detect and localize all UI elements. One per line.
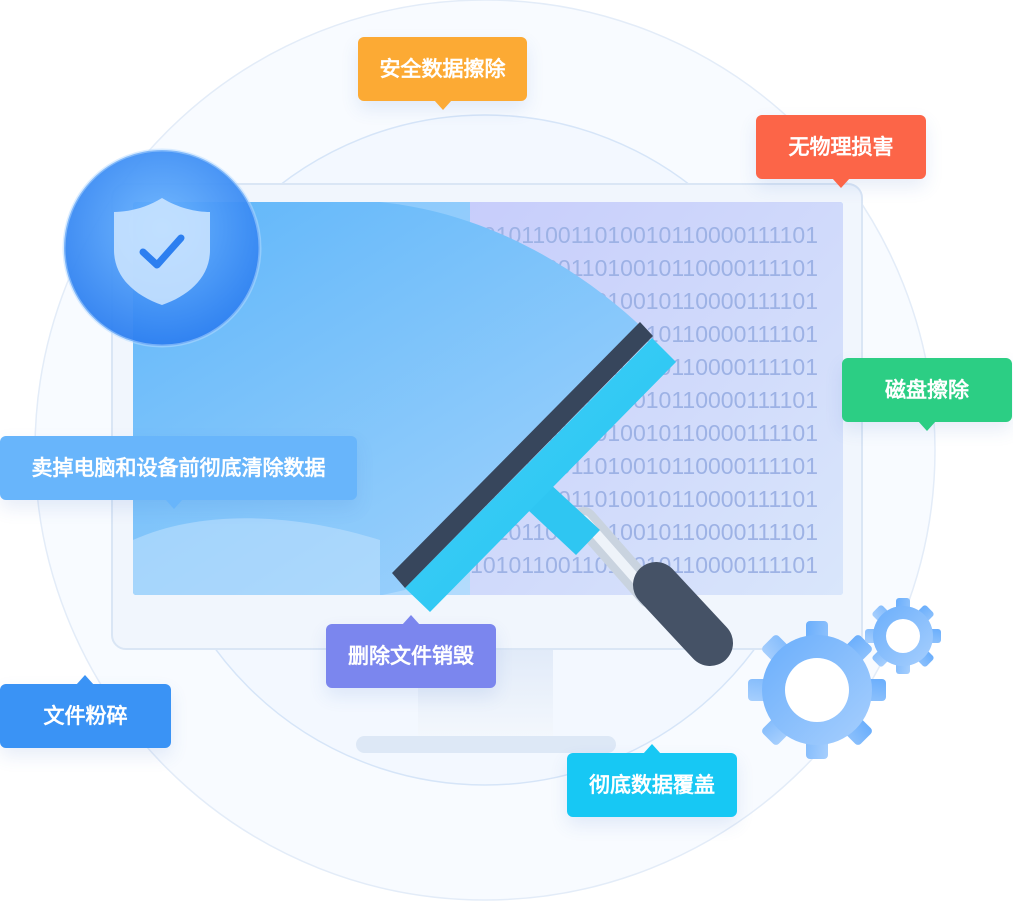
gear-icon [865,598,941,674]
binary-line: 01010110011010010110000111101 [457,519,818,545]
tag-secure-data-erase: 安全数据擦除 [358,37,527,110]
gear-icon [748,621,886,759]
tag-data-overwrite: 彻底数据覆盖 [567,744,737,817]
squeegee-icon [392,322,733,666]
shield-check-icon [114,198,210,305]
tag-disk-erase: 磁盘擦除 [842,358,1012,431]
check-mark-icon [139,234,185,269]
tag-file-shred: 文件粉碎 [0,675,171,748]
wiped-highlight [133,518,380,595]
tag-no-physical-damage: 无物理损害 [756,115,926,188]
shield-badge [62,148,262,348]
tag-sell-device-wipe: 卖掉电脑和设备前彻底清除数据 [0,436,357,509]
wiped-area [133,202,650,595]
tag-delete-file-destroy: 删除文件销毁 [326,615,496,688]
